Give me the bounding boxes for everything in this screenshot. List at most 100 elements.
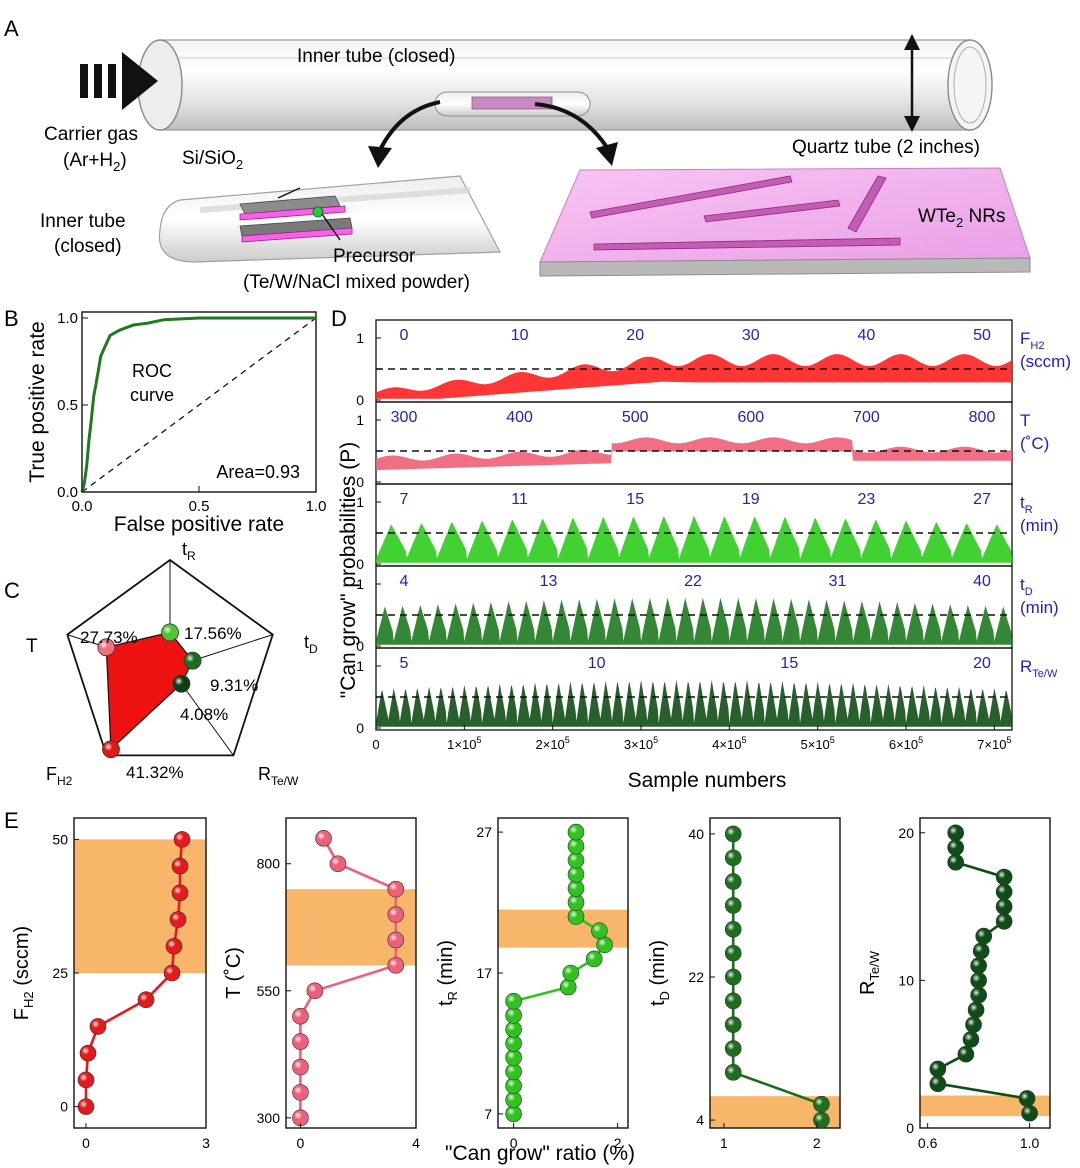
e-series-point-shine — [172, 884, 188, 901]
e-series-point-shine — [813, 1096, 830, 1113]
d-row-param-label: 600 — [737, 409, 764, 426]
roc-ytick-0: 0.0 — [57, 484, 78, 501]
e-series-point-shine — [996, 913, 1013, 930]
roc-ytick-1: 0.5 — [57, 397, 78, 414]
d-row-param-label: 50 — [973, 327, 991, 344]
substrate-slab — [539, 167, 1031, 277]
zoom-arrows-icon — [368, 100, 618, 168]
e-series-point-shine — [725, 968, 742, 985]
d-xtick-label: 1×105 — [447, 735, 481, 752]
d-row-param-name: tD — [1020, 575, 1033, 598]
e-ylabel: tD (min) — [647, 940, 672, 1006]
e-series-point-shine — [174, 831, 190, 848]
e-ylabel: T (˚C) — [223, 947, 245, 999]
d-row-param-label: 10 — [588, 655, 606, 672]
panel-a: A — [4, 16, 1031, 293]
e-series-point-shine — [306, 982, 323, 999]
e-series-point-shine — [90, 1018, 106, 1035]
d-xtick-sup: 5 — [653, 735, 658, 745]
e-series-point-shine — [568, 838, 584, 855]
d-row-param-symbol: T — [1020, 411, 1030, 430]
e-ylabel-unit: (min) — [435, 940, 457, 991]
d-row-param-unit: (min) — [1020, 516, 1059, 535]
e-series-point-shine — [330, 855, 346, 872]
e-ylabel-symbol: t — [435, 1000, 457, 1006]
e-series-point-shine — [505, 1007, 522, 1024]
d-row-ytick-0: 0 — [356, 720, 364, 736]
e-series-point-shine — [996, 898, 1013, 915]
d-xtick-sup: 5 — [741, 735, 746, 745]
d-row-param-label: 23 — [858, 491, 876, 508]
e-ylabel-sub: D — [657, 991, 672, 1000]
radar-point-shine — [184, 652, 202, 670]
e-series-point-shine — [292, 1008, 309, 1025]
panel-a-letter: A — [4, 16, 19, 41]
d-row-param-sub: R — [1025, 504, 1033, 516]
d-row-param-label: 31 — [829, 573, 847, 590]
e-series-point-shine — [957, 1046, 974, 1063]
e-series-point-shine — [568, 908, 584, 925]
radar-point-shine — [102, 740, 120, 758]
radar-value-f: 41.32% — [126, 763, 184, 782]
e-series-point-shine — [725, 945, 742, 962]
d-row-param-label: 30 — [742, 327, 760, 344]
label-si-sio2: Si/SiO2 — [182, 148, 243, 172]
e-ylabel-sub: Te/W — [867, 950, 882, 980]
d-row-param-symbol: F — [1020, 329, 1030, 348]
e-ytick-label: 17 — [476, 965, 492, 981]
e-ylabel-sub: H2 — [21, 991, 36, 1008]
e-plot-frame — [709, 817, 841, 1129]
e-series-point-shine — [505, 1063, 522, 1080]
e-series-point-shine — [591, 922, 608, 939]
e-series-point-shine — [996, 869, 1013, 886]
e-series-point-shine — [505, 1105, 522, 1122]
e-xtick-label: 0.6 — [918, 1135, 938, 1151]
radar-value-tr: 17.56% — [184, 624, 242, 643]
d-row-param-label: 700 — [853, 409, 880, 426]
radar-point-shine — [161, 623, 179, 641]
d-row-trace — [376, 679, 1012, 727]
label-carrier-gas: Carrier gas — [44, 124, 138, 145]
e-ylabel: RTe/W — [857, 950, 882, 995]
e-ytick-label: 50 — [52, 831, 68, 847]
e-xtick-label: 1 — [720, 1135, 728, 1151]
d-row-trace — [376, 354, 1012, 399]
d-row-param-label: 11 — [511, 491, 528, 508]
d-row-ytick-1: 1 — [356, 330, 364, 346]
d-row-param-name: FH2 — [1020, 329, 1044, 352]
e-ylabel-symbol: R — [857, 981, 879, 995]
e-series-point-shine — [387, 881, 404, 898]
radar-axis-td: tD — [304, 632, 318, 656]
e-series-point-shine — [292, 1059, 309, 1076]
d-row-param-label: 40 — [973, 573, 991, 590]
roc-label-curve: curve — [130, 385, 174, 405]
e-xtick-label: 2 — [614, 1135, 622, 1151]
d-xtick-label: 2×105 — [536, 735, 570, 752]
d-row-param-symbol: t — [1020, 575, 1025, 594]
d-xtick-label: 3×105 — [624, 735, 658, 752]
e-series-point-shine — [505, 1077, 522, 1094]
e-series-point-shine — [970, 957, 987, 974]
e-series-point-shine — [387, 957, 404, 974]
e-series-point-shine — [78, 1098, 94, 1115]
e-series-point-shine — [164, 965, 180, 981]
e-series-point-shine — [975, 928, 992, 945]
e-series-point-shine — [568, 894, 584, 911]
radar-point-shine — [97, 638, 115, 656]
e-optimal-band — [920, 1095, 1050, 1117]
d-row-param-symbol: R — [1020, 657, 1032, 676]
d-xtick-label: 5×105 — [801, 735, 835, 752]
e-series-point-shine — [968, 1001, 985, 1018]
panel-c-letter: C — [4, 578, 20, 603]
inner-tube-small — [434, 91, 591, 117]
d-row-frame — [375, 647, 1013, 731]
e-series-point-shine — [292, 1033, 309, 1050]
e-ytick-label: 7 — [484, 1106, 492, 1122]
e-ylabel-unit: (˚C) — [223, 947, 245, 987]
roc-xtick-0: 0.0 — [72, 498, 93, 515]
e-series-point-shine — [138, 991, 154, 1008]
